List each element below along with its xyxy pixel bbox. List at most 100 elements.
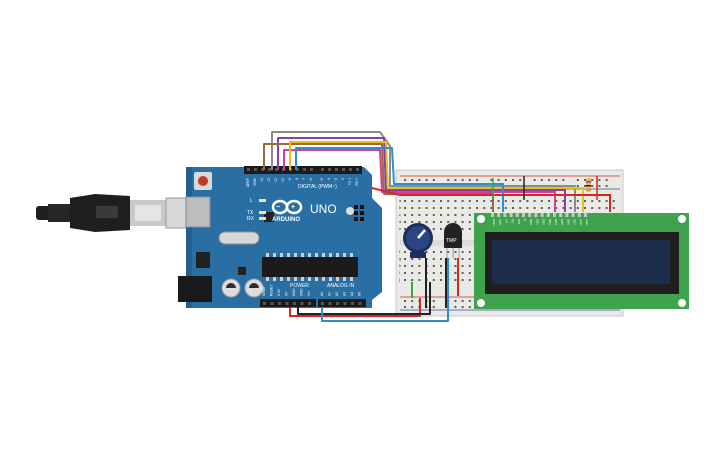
breadboard-hole: [425, 214, 428, 216]
power-pin-label: GND: [292, 288, 296, 296]
lcd-pin: [546, 213, 550, 217]
digital-pin-hole[interactable]: [254, 168, 257, 171]
lcd-screen: [492, 240, 670, 284]
power-pin-hole[interactable]: [270, 302, 274, 305]
digital-pin-hole[interactable]: [303, 168, 306, 171]
rail-hole: [497, 179, 500, 181]
breadboard-hole: [569, 207, 572, 209]
breadboard-hole: [447, 221, 450, 223]
breadboard-hole: [612, 207, 615, 209]
resistor: [586, 178, 591, 192]
digital-pin-hole[interactable]: [342, 168, 345, 171]
lcd-pin: [503, 213, 507, 217]
led-rx-label: RX: [247, 216, 255, 222]
wire-black-gnd: [297, 282, 431, 315]
breadboard-hole: [432, 207, 435, 209]
wires-power: [289, 258, 459, 322]
breadboard-row-letter: g: [399, 256, 401, 261]
analog-pin-label: A2: [335, 292, 339, 296]
breadboard-hole: [432, 221, 435, 223]
breadboard-hole: [440, 214, 442, 216]
lcd-pin-label: DB1: [535, 219, 539, 225]
rail-hole: [468, 179, 471, 181]
lcd-pin: [577, 213, 581, 217]
rail-hole: [411, 306, 414, 308]
breadboard-hole: [576, 207, 579, 209]
breadboard-hole: [432, 228, 435, 230]
lcd-pin-label: DB7: [573, 219, 577, 225]
breadboard-hole: [461, 272, 464, 274]
breadboard-row-letter: d: [399, 219, 401, 224]
lcd-pin-label: V0: [504, 219, 508, 223]
svg-text:−: −: [276, 204, 280, 211]
digital-pin-hole[interactable]: [261, 168, 264, 171]
rail-hole: [540, 179, 543, 181]
analog-pin-hole[interactable]: [358, 302, 362, 305]
analog-pin-hole[interactable]: [343, 302, 347, 305]
analog-pin-hole[interactable]: [328, 302, 332, 305]
breadboard-hole: [418, 207, 421, 209]
power-pin-label: 5V: [285, 291, 289, 296]
breadboard-row-letter: h: [399, 263, 401, 268]
breadboard-hole: [468, 265, 471, 267]
breadboard-hole: [411, 200, 414, 202]
lcd-pin: [528, 213, 532, 217]
breadboard-hole: [404, 279, 406, 281]
breadboard-hole: [519, 207, 522, 209]
breadboard-hole: [454, 279, 457, 281]
breadboard-hole: [418, 265, 421, 267]
power-pin-hole[interactable]: [300, 302, 304, 305]
digital-pin-hole[interactable]: [296, 168, 299, 171]
digital-pin-hole[interactable]: [321, 168, 324, 171]
digital-pin-hole[interactable]: [349, 168, 352, 171]
digital-pin-hole[interactable]: [310, 168, 313, 171]
rail-hole: [418, 179, 421, 181]
analog-pin-hole[interactable]: [336, 302, 339, 305]
breadboard-hole: [512, 207, 514, 209]
breadboard-hole: [468, 251, 471, 253]
power-pin-hole[interactable]: [293, 302, 296, 305]
digital-pin-hole[interactable]: [356, 168, 359, 171]
digital-pin-hole[interactable]: [268, 168, 271, 171]
analog-pin-hole[interactable]: [351, 302, 354, 305]
power-pin-hole[interactable]: [308, 302, 311, 305]
breadboard-hole: [476, 207, 478, 209]
uno-label: UNO: [310, 202, 337, 216]
tmp-sensor-label: TMP: [446, 238, 457, 244]
breadboard-row-letter: e: [399, 226, 402, 231]
breadboard-hole: [440, 258, 442, 260]
breadboard-hole: [454, 272, 457, 274]
lcd-pin-label: DB6: [566, 219, 570, 225]
power-pin-hole[interactable]: [285, 302, 289, 305]
lcd-pin: [491, 213, 494, 217]
breadboard-hole: [404, 265, 406, 267]
digital-pin-hole[interactable]: [275, 168, 278, 171]
analog-pin-label: A3: [343, 292, 347, 296]
digital-pin-hole[interactable]: [247, 168, 250, 171]
lcd-pin-label: DB0: [529, 219, 533, 225]
breadboard-hole: [425, 251, 428, 253]
breadboard-hole: [425, 200, 428, 202]
breadboard-hole: [440, 207, 442, 209]
breadboard-hole: [454, 214, 457, 216]
rail-hole: [404, 300, 406, 302]
digital-header-label: DIGITAL (PWM~): [298, 184, 337, 190]
digital-pin-hole[interactable]: [335, 168, 338, 171]
rail-jumpers: [492, 176, 598, 200]
breadboard-hole: [432, 272, 435, 274]
rail-hole: [605, 185, 608, 187]
wire-red-top: [371, 187, 611, 212]
digital-pin-label: ~11: [274, 178, 278, 184]
potentiometer[interactable]: [403, 223, 433, 258]
analog-pin-hole[interactable]: [321, 302, 324, 305]
breadboard-hole: [461, 200, 464, 202]
breadboard-hole: [440, 251, 442, 253]
power-pin-hole[interactable]: [278, 302, 281, 305]
digital-pin-hole[interactable]: [328, 168, 331, 171]
led-tx-label: TX: [247, 210, 254, 216]
breadboard-hole: [404, 272, 406, 274]
breadboard-hole: [598, 200, 601, 202]
analog-header-label: ANALOG IN: [327, 283, 355, 289]
power-pin-hole[interactable]: [263, 302, 266, 305]
